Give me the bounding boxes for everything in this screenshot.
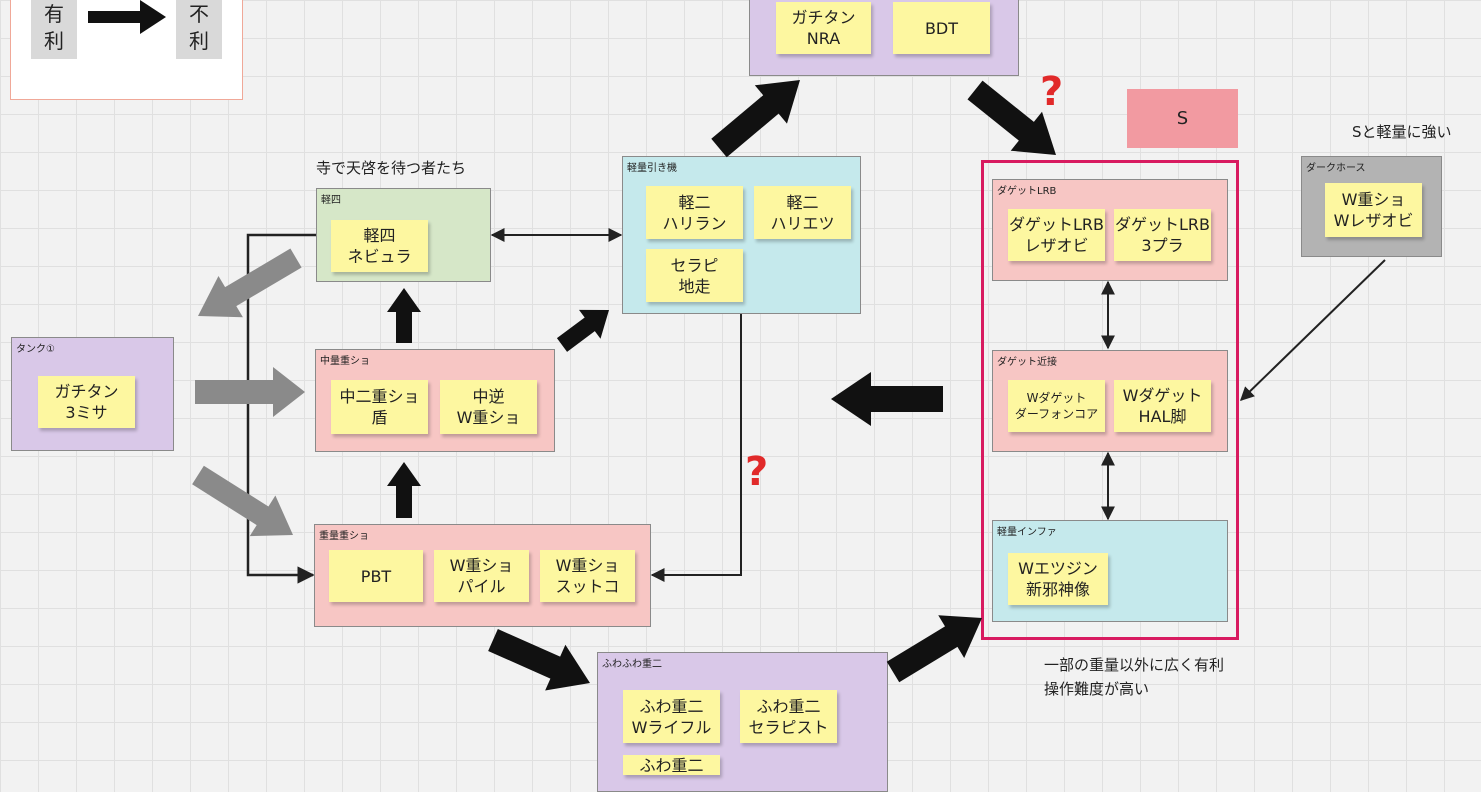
note-pbt[interactable]: PBT [329, 550, 423, 602]
connector-keishi-to-ju [246, 233, 316, 584]
note-keini-harietsu[interactable]: 軽二 ハリエツ [754, 186, 851, 239]
note-dagger-lrb-rezaobi[interactable]: ダゲットLRB レザオビ [1008, 209, 1105, 261]
frame-dagger-close-title: ダゲット近接 [997, 357, 1057, 368]
frame-kei-infa-title: 軽量インファ [997, 527, 1057, 538]
s-box: S [1127, 89, 1238, 148]
label-temple: 寺で天啓を待つ者たち [316, 159, 467, 177]
note-fuwa-third[interactable]: ふわ重二 [623, 755, 720, 775]
legend-from-char-1: 有 [44, 1, 64, 26]
frame-dark-horse-title: ダークホース [1306, 163, 1366, 174]
note-fuwa-serapisuto[interactable]: ふわ重二 セラピスト [740, 690, 837, 743]
note-bdt[interactable]: BDT [893, 2, 990, 54]
note-wetsujin[interactable]: Wエツジン 新邪神像 [1008, 553, 1108, 605]
question-mark-middle: ? [745, 449, 769, 495]
note-wdagger-darfon[interactable]: Wダゲット ダーフォンコア [1008, 380, 1105, 432]
note-chugyaku-wjusho[interactable]: 中逆 W重ショ [440, 380, 537, 434]
legend-from-tile: 有 利 [31, 0, 77, 59]
legend-to-tile: 不 利 [176, 0, 222, 59]
note-wjusho-pile[interactable]: W重ショ パイル [434, 550, 529, 602]
note-dagger-lrb-3pura[interactable]: ダゲットLRB 3プラ [1114, 209, 1211, 261]
legend-from-char-2: 利 [44, 28, 64, 53]
connector-dark-to-pink [1239, 259, 1386, 401]
note-wjusho-wrezaobi[interactable]: W重ショ Wレザオビ [1325, 183, 1422, 237]
question-mark-top: ? [1040, 69, 1064, 115]
frame-keishi-title: 軽四 [321, 195, 341, 206]
note-gachitan-3misa[interactable]: ガチタン 3ミサ [38, 376, 135, 428]
legend-to-char-2: 利 [189, 28, 209, 53]
frame-kei-hiki-title: 軽量引き機 [627, 163, 677, 174]
note-fuwa-wrifle[interactable]: ふわ重二 Wライフル [623, 690, 720, 743]
note-gachitan-nra[interactable]: ガチタン NRA [776, 2, 871, 54]
note-keini-hariran[interactable]: 軽二 ハリラン [646, 186, 743, 239]
frame-chu-title: 中量重ショ [320, 356, 370, 367]
highlight-container[interactable] [981, 160, 1239, 640]
note-wdagger-hal[interactable]: Wダゲット HAL脚 [1114, 380, 1211, 432]
note-chuni-jusho-tate[interactable]: 中二重ショ 盾 [331, 380, 428, 434]
connector-keihiki-ju [650, 314, 742, 582]
note-serapi-chiso[interactable]: セラピ 地走 [646, 249, 743, 302]
label-s-strong: Sと軽量に強い [1352, 123, 1452, 141]
note-wjusho-suttoko[interactable]: W重ショ スットコ [540, 550, 635, 602]
label-note-line1: 一部の重量以外に広く有利 [1044, 656, 1225, 674]
legend-to-char-1: 不 [189, 1, 209, 26]
frame-dagger-lrb-title: ダゲットLRB [997, 186, 1057, 197]
frame-ju-title: 重量重ショ [319, 531, 369, 542]
label-note-line2: 操作難度が高い [1044, 680, 1150, 698]
note-keishi-nebyura[interactable]: 軽四 ネビュラ [331, 220, 428, 272]
frame-tank-title: タンク① [16, 344, 55, 355]
frame-fuwa-title: ふわふわ重二 [602, 659, 662, 670]
